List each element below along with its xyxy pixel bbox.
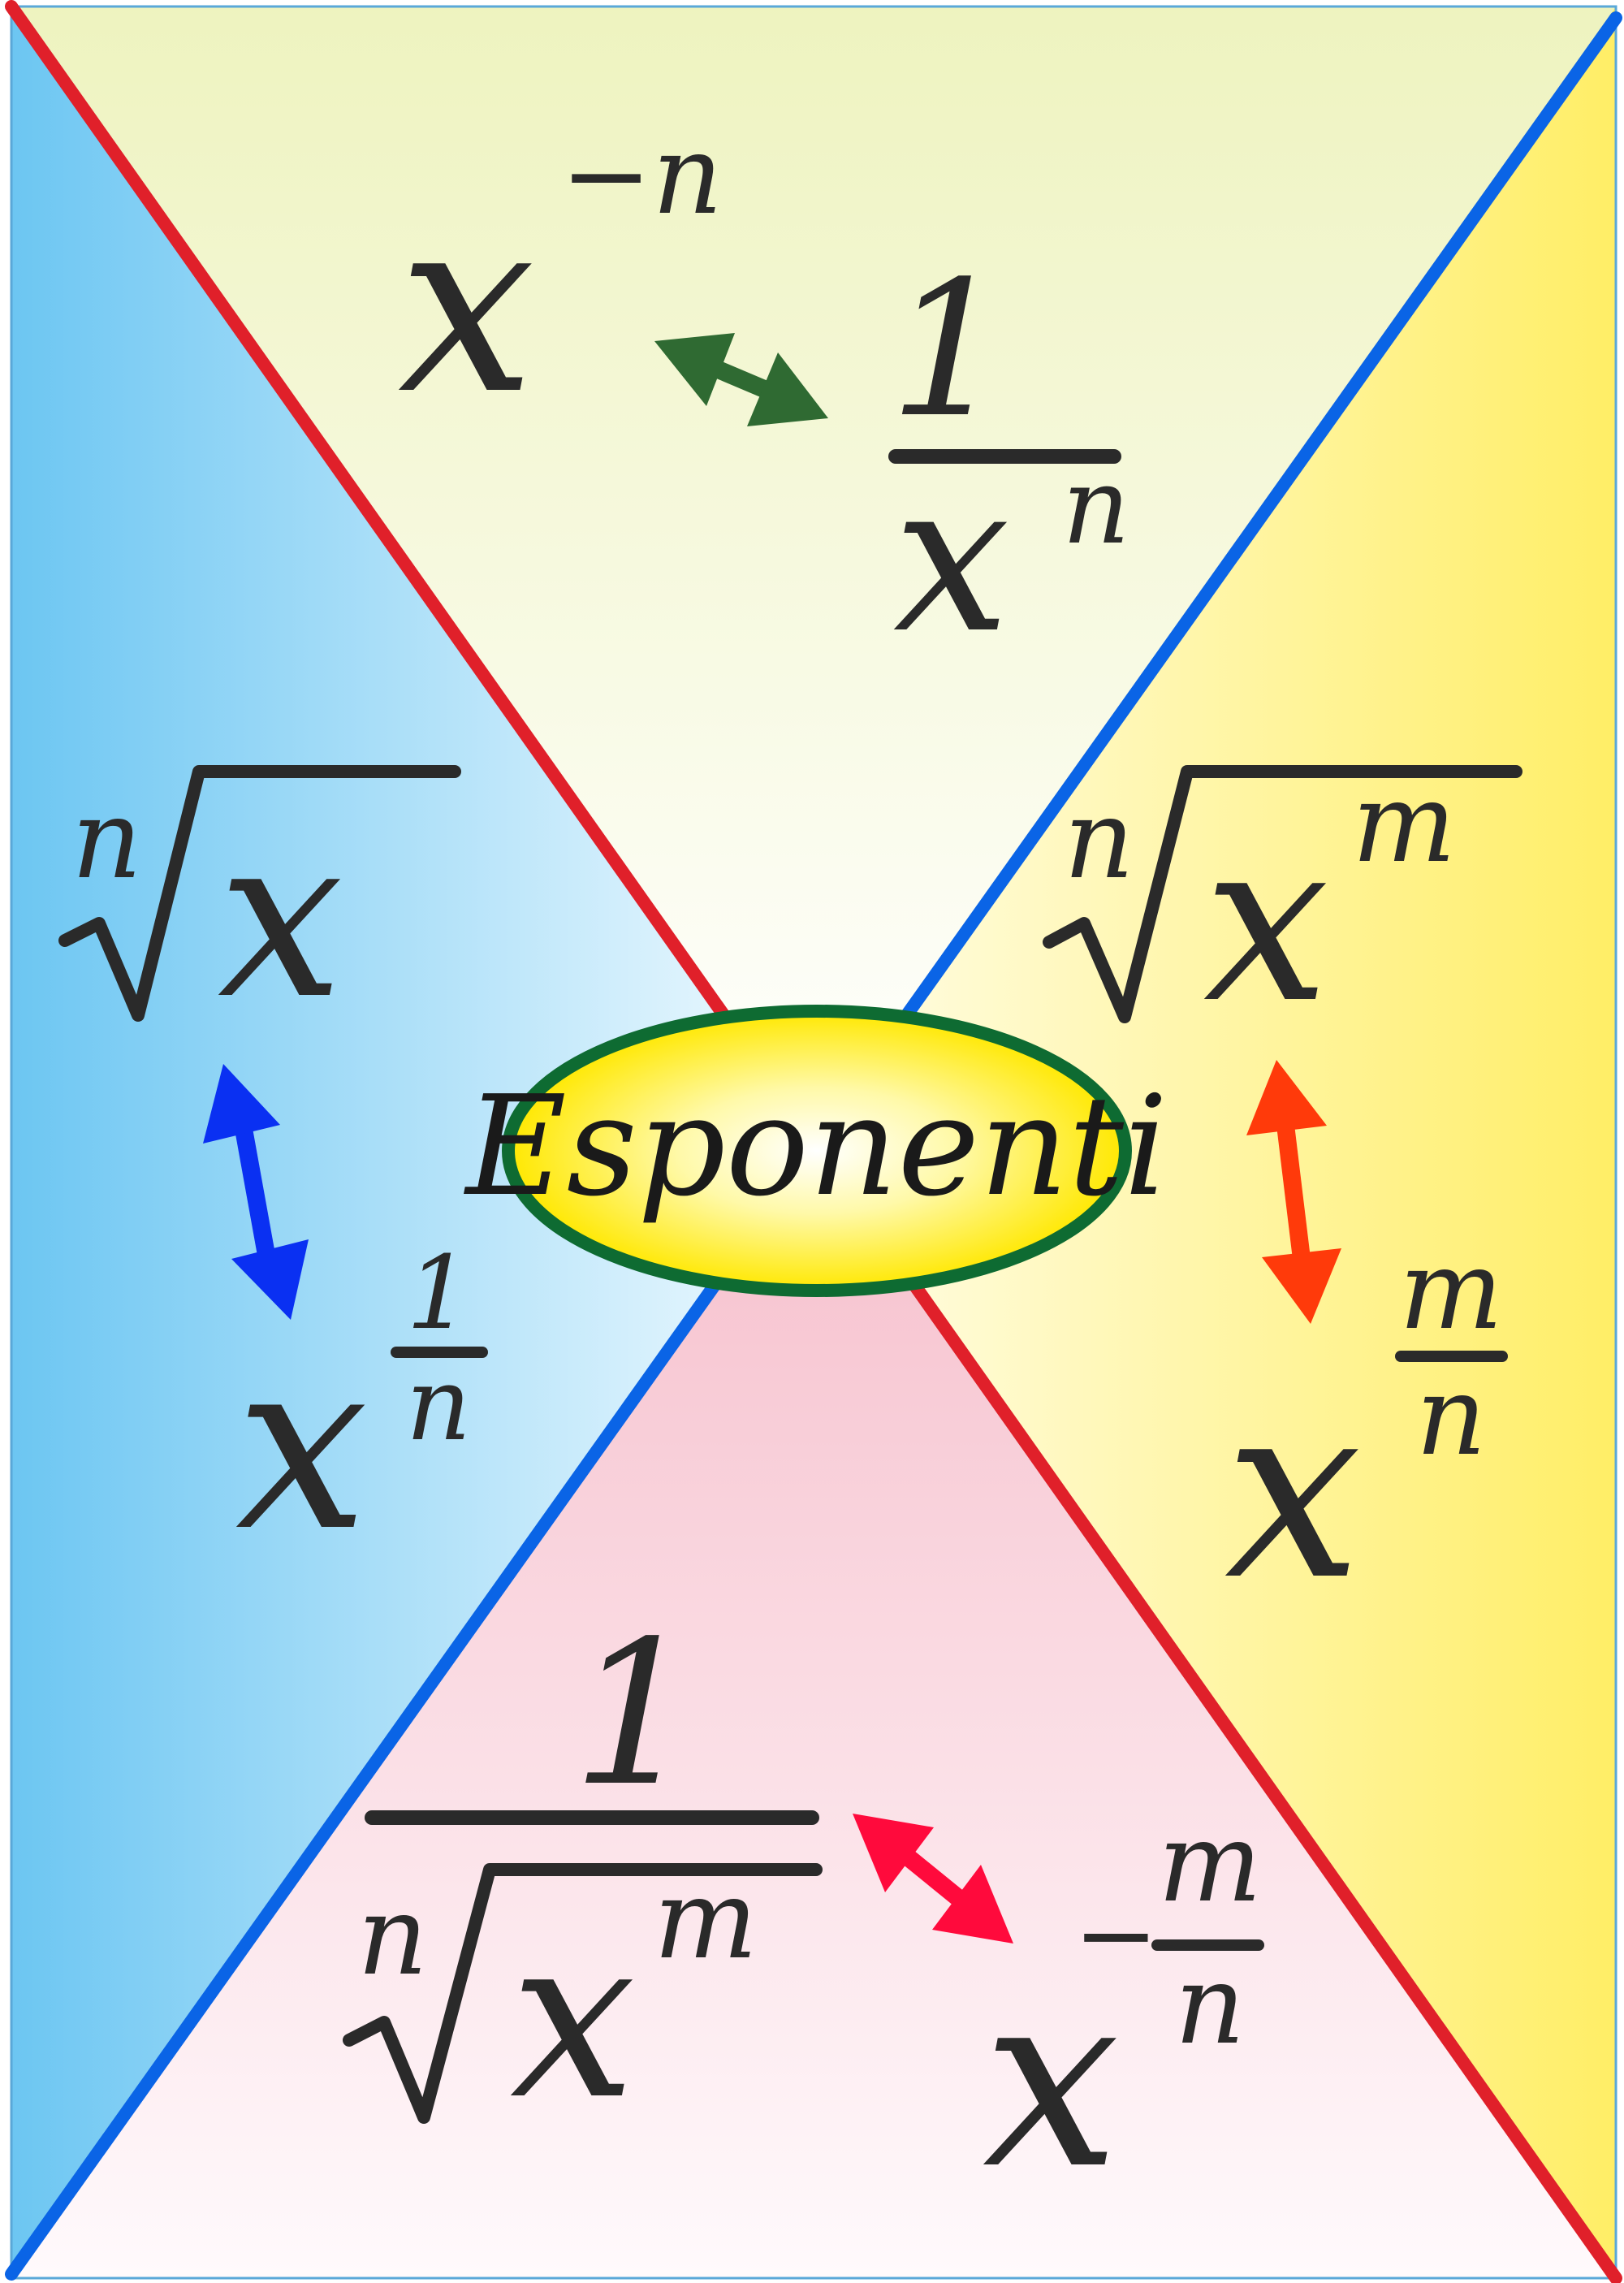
- title-text: Esponenti: [464, 1066, 1168, 1227]
- bottom-region: [11, 1145, 1616, 2278]
- left-region: [11, 6, 817, 2278]
- bottom-root-radicand-base: x: [510, 1888, 636, 2148]
- right-power-base: x: [1224, 1350, 1362, 1633]
- right-formula-group: n x m x m n: [1043, 759, 1522, 1633]
- right-radical-sign: [1043, 765, 1522, 1023]
- bottom-fraction-numerator: 1: [572, 1598, 698, 1830]
- bottom-exponent-numerator: m: [1158, 1799, 1262, 1926]
- right-root-radicand-base: x: [1203, 792, 1329, 1052]
- top-formula-group: x −n 1 x n: [398, 111, 1130, 679]
- bottom-root-index: n: [357, 1872, 428, 2000]
- poster-border: [10, 5, 1618, 2280]
- right-region: [817, 6, 1616, 2278]
- left-double-arrow: [203, 1064, 309, 1320]
- left-exponent-denominator: n: [406, 1346, 472, 1464]
- bottom-exponent-denominator: n: [1175, 1941, 1246, 2069]
- top-fraction-denominator-exponent: n: [1062, 444, 1130, 568]
- top-power-exponent: −n: [560, 111, 723, 239]
- top-double-arrow: [654, 333, 828, 426]
- bottom-double-arrow: [853, 1814, 1013, 1944]
- title-badge: Esponenti: [464, 1005, 1168, 1297]
- left-formula-group: n x x 1 n: [58, 765, 488, 1583]
- right-exponent-denominator: n: [1416, 1352, 1487, 1480]
- bottom-radical-sign: [343, 1863, 823, 2124]
- bottom-formula-group: 1 n x m x − m n: [343, 1598, 1264, 2222]
- title-ellipse: [502, 1005, 1132, 1297]
- top-region: [11, 6, 1616, 1145]
- left-radical-sign: [58, 765, 461, 1022]
- bottom-power-base: x: [983, 1939, 1120, 2222]
- left-root-index: n: [71, 776, 142, 903]
- bottom-root-radicand-exponent: m: [654, 1856, 758, 1983]
- top-power-base: x: [398, 164, 535, 448]
- left-exponent-numerator: 1: [406, 1234, 471, 1352]
- right-double-arrow: [1246, 1060, 1341, 1324]
- right-root-radicand-exponent: m: [1352, 759, 1456, 887]
- left-root-radicand: x: [218, 788, 343, 1048]
- bottom-exponent-sign: −: [1073, 1876, 1159, 1994]
- right-root-index: n: [1064, 776, 1134, 903]
- left-power-base: x: [235, 1309, 369, 1583]
- top-fraction-numerator: 1: [889, 242, 1008, 459]
- top-fraction-denominator-base: x: [893, 438, 1010, 679]
- right-exponent-numerator: m: [1399, 1226, 1503, 1354]
